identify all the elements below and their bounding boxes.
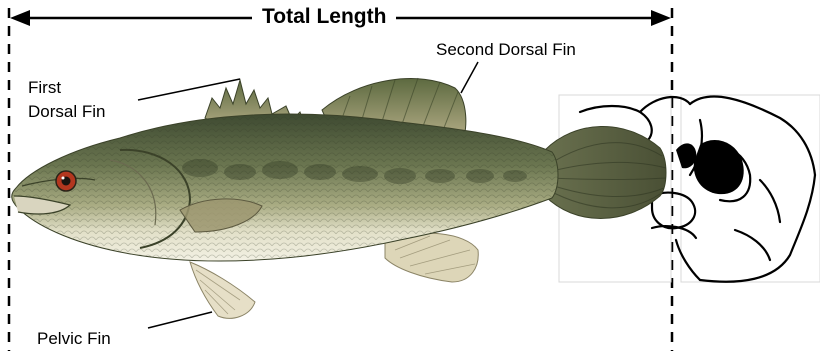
arrow-left-head — [10, 10, 30, 26]
label-first-dorsal-line2: Dorsal Fin — [28, 101, 105, 122]
diagram-title: Total Length — [252, 5, 396, 29]
pelvic-fin — [190, 262, 255, 318]
arrow-right-head — [651, 10, 671, 26]
label-second-dorsal: Second Dorsal Fin — [436, 39, 576, 60]
leader-second-dorsal — [461, 62, 478, 93]
hand-photo-frame-right — [681, 95, 820, 282]
label-pelvic: Pelvic Fin — [37, 328, 111, 349]
label-first-dorsal-line1: First — [28, 77, 61, 98]
leader-pelvic — [148, 312, 212, 328]
